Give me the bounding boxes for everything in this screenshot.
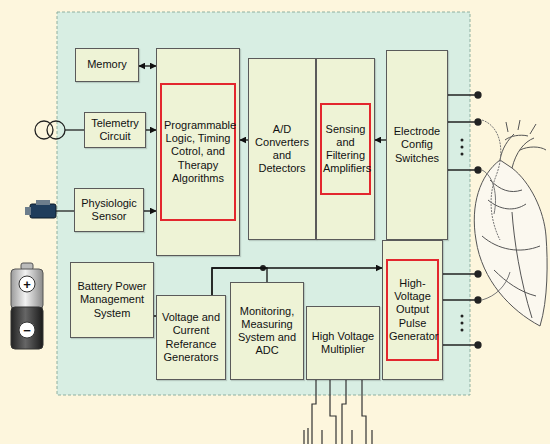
node-text: Voltage and Current Referance Generators bbox=[157, 311, 225, 364]
block-box: Voltage and Current Referance Generators bbox=[156, 295, 226, 380]
node-text: High-Voltage Output Pulse Generator bbox=[386, 259, 439, 361]
block-box: High Voltage Multiplier bbox=[306, 306, 380, 380]
block-box: Battery Power Management System bbox=[70, 262, 154, 338]
terminal-sign: − bbox=[19, 322, 35, 338]
connector bbox=[240, 139, 248, 140]
node-text: Memory bbox=[85, 58, 129, 71]
heart-illustration bbox=[474, 120, 547, 326]
node-text: Physiologic Sensor bbox=[75, 197, 143, 223]
block-box: Telemetry Circuit bbox=[84, 112, 146, 148]
block-box: High-Voltage Output Pulse Generator bbox=[382, 240, 443, 380]
block-box: Sensing and Filtering Amplifiers bbox=[316, 58, 375, 240]
battery-symbol bbox=[11, 263, 43, 349]
block-box: Physiologic Sensor bbox=[74, 188, 144, 232]
node-text: Programmable Logic, Timing Cotrol, and T… bbox=[160, 83, 236, 221]
block-box: Memory bbox=[75, 48, 139, 82]
sensor-symbol bbox=[25, 200, 74, 218]
node-text: A/D Converters and Detectors bbox=[249, 123, 315, 176]
connector bbox=[375, 139, 386, 140]
telemetry-coil bbox=[35, 121, 84, 139]
node-text: Monitoring, Measuring System and ADC bbox=[231, 305, 303, 358]
connector bbox=[144, 210, 156, 211]
device-panel bbox=[57, 12, 470, 395]
node-text: Battery Power Management System bbox=[71, 280, 153, 320]
node-text: High Voltage Multiplier bbox=[307, 330, 379, 356]
node-text: Electrode Config Switches bbox=[387, 125, 447, 165]
node-text: Telemetry Circuit bbox=[85, 117, 145, 143]
multiplier-leads bbox=[304, 380, 372, 444]
block-box: A/D Converters and Detectors bbox=[248, 58, 316, 240]
block-box: Monitoring, Measuring System and ADC bbox=[230, 282, 304, 380]
terminal-sign: + bbox=[19, 276, 35, 292]
node-text: Sensing and Filtering Amplifiers bbox=[320, 103, 371, 196]
block-box: Programmable Logic, Timing Cotrol, and T… bbox=[156, 48, 240, 256]
connector bbox=[139, 65, 156, 66]
block-box: Electrode Config Switches bbox=[386, 50, 448, 240]
connector bbox=[146, 129, 156, 130]
